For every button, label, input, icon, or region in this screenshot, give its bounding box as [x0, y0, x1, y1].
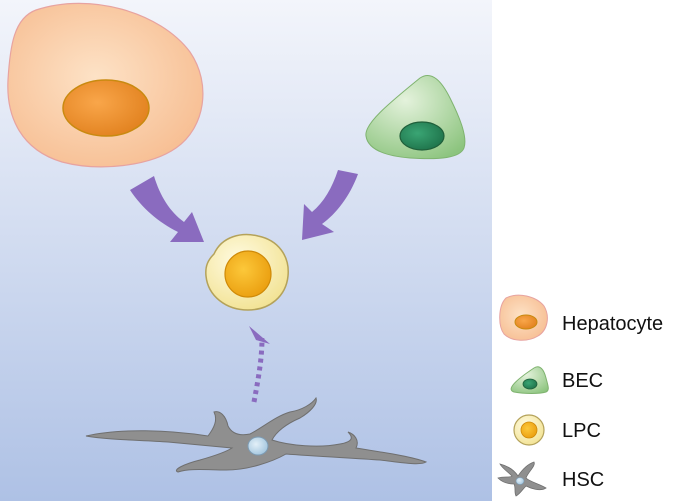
hepatocyte-nucleus — [62, 79, 150, 137]
hsc-cell — [85, 396, 428, 473]
hepatocyte-icon — [499, 294, 548, 341]
lpc-nucleus — [224, 250, 272, 298]
arrow-hepatocyte-to-lpc — [130, 176, 204, 242]
arrow-hsc-to-lpc — [249, 326, 270, 403]
hsc-nucleus — [247, 436, 269, 456]
bec-nucleus — [399, 121, 445, 151]
lpc-icon — [513, 414, 545, 446]
hsc-icon — [497, 461, 547, 497]
bec-icon — [510, 366, 549, 394]
legend-label-hepatocyte: Hepatocyte — [562, 313, 664, 335]
legend-label-hsc: HSC — [562, 469, 605, 491]
hepatocyte-cell — [7, 2, 204, 168]
legend-label-bec: BEC — [562, 370, 604, 392]
arrow-bec-to-lpc — [302, 170, 358, 240]
legend-label-lpc: LPC — [562, 420, 601, 442]
lpc-cell — [205, 233, 289, 311]
bec-cell — [365, 75, 466, 160]
legend — [497, 294, 549, 497]
